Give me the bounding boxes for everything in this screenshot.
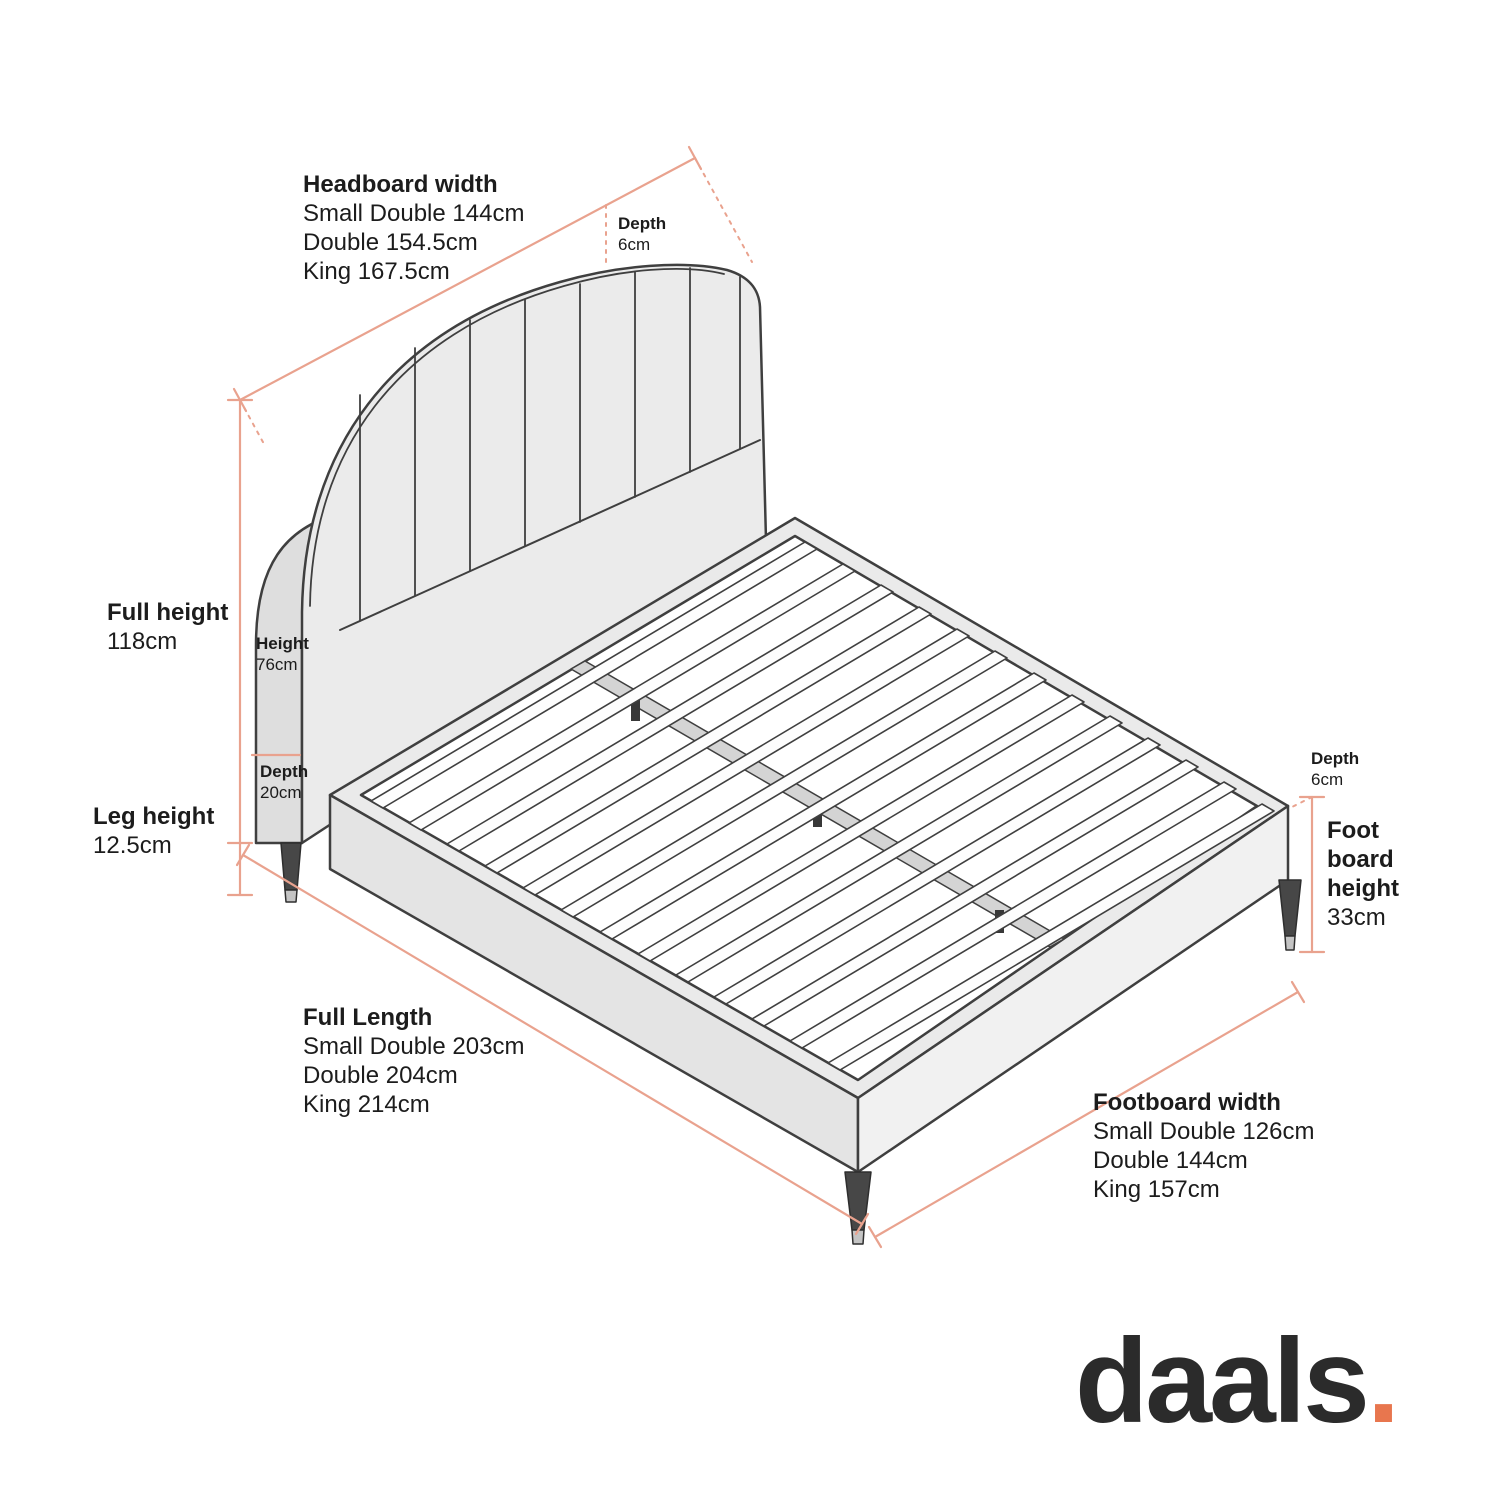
depth-top-label: Depth 6cm — [618, 213, 666, 255]
headboard — [254, 263, 768, 845]
full-length-line-3: King 214cm — [303, 1091, 430, 1118]
footboard-width-line-2: Double 144cm — [1093, 1147, 1248, 1174]
brand-logo-dot: . — [1366, 1314, 1400, 1448]
headboard-height-title: Height — [256, 634, 309, 653]
full-height-title: Full height — [107, 599, 229, 626]
head-leg-cap — [284, 889, 298, 903]
brand-logo: daals. — [1075, 1312, 1400, 1450]
headboard-channel-lines — [359, 267, 741, 622]
footboard-height-value: 33cm — [1327, 904, 1386, 931]
headboard-width-line-3: King 167.5cm — [303, 258, 450, 285]
brand-logo-text: daals — [1075, 1314, 1370, 1448]
headboard-seam — [339, 439, 761, 631]
full-height-value: 118cm — [107, 628, 178, 655]
leg-height-title: Leg height — [93, 803, 215, 830]
depth-top-value: 6cm — [618, 235, 651, 254]
footboard-height-dimension — [1298, 795, 1326, 954]
full-height-dimension — [226, 398, 254, 897]
headboard-height-label: Height 76cm — [256, 633, 309, 675]
headboard-width-line-2: Double 154.5cm — [303, 229, 478, 256]
headboard-face — [300, 263, 768, 845]
footboard-width-line-1: Small Double 126cm — [1093, 1118, 1315, 1145]
bed-drawing — [254, 263, 1302, 1245]
depth-right-title: Depth — [1311, 749, 1360, 768]
dimension-dotted-lines — [239, 157, 1313, 808]
footboard-width-line-3: King 157cm — [1093, 1176, 1220, 1203]
leg-height-label: Leg height 12.5cm — [93, 802, 214, 860]
headboard-depth-label: Depth 20cm — [260, 761, 308, 803]
foot-leg — [1278, 879, 1302, 937]
full-length-label: Full Length Small Double 203cm Double 20… — [303, 1003, 524, 1119]
foot-leg-cap — [1284, 935, 1296, 951]
dimension-lines — [226, 145, 1326, 1249]
footboard-height-title: Foot board height — [1327, 817, 1399, 902]
full-length-title: Full Length — [303, 1004, 433, 1031]
depth-right-value: 6cm — [1311, 770, 1344, 789]
full-length-line-1: Small Double 203cm — [303, 1033, 525, 1060]
headboard-height-value: 76cm — [256, 655, 298, 674]
depth-right-label: Depth 6cm — [1311, 748, 1359, 790]
footboard-height-label: Foot board height 33cm — [1327, 816, 1422, 932]
headboard-depth-value: 20cm — [260, 783, 302, 802]
footboard-width-dimension — [867, 980, 1306, 1249]
front-leg-cap — [851, 1229, 865, 1245]
footboard-width-label: Footboard width Small Double 126cm Doubl… — [1093, 1088, 1314, 1204]
full-length-line-2: Double 204cm — [303, 1062, 458, 1089]
headboard-depth-title: Depth — [260, 762, 309, 781]
leg-height-value: 12.5cm — [93, 832, 172, 859]
headboard-width-title: Headboard width — [303, 171, 498, 198]
depth-top-title: Depth — [618, 214, 667, 233]
footboard-width-title: Footboard width — [1093, 1089, 1281, 1116]
full-height-label: Full height 118cm — [107, 598, 228, 656]
bed-base — [328, 516, 1290, 1174]
headboard-width-line-1: Small Double 144cm — [303, 200, 525, 227]
headboard-width-label: Headboard width Small Double 144cm Doubl… — [303, 170, 524, 286]
bed-legs — [280, 842, 1302, 1245]
headboard-top-edge — [309, 268, 725, 607]
full-length-dimension — [235, 843, 870, 1236]
slats — [370, 541, 1275, 1071]
